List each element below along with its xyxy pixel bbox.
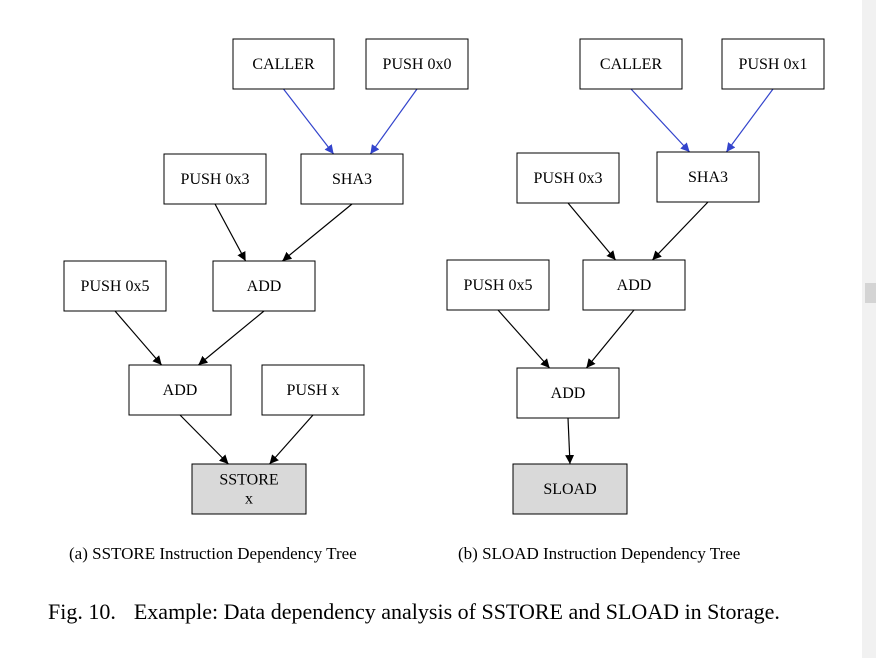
node-box [516, 152, 620, 204]
edge-b_caller-to-b_sha3 [630, 88, 691, 153]
node-b_sha3: SHA3 [656, 151, 760, 203]
node-a_push5: PUSH 0x5 [63, 260, 167, 312]
node-label: PUSH 0x3 [534, 170, 603, 187]
node-a_push3: PUSH 0x3 [163, 153, 267, 205]
node-b_push3: PUSH 0x3 [516, 152, 620, 204]
node-label: SLOAD [543, 481, 596, 498]
node-box [191, 463, 307, 515]
node-label: SHA3 [332, 171, 372, 188]
node-b_caller: CALLER [579, 38, 683, 90]
node-box [656, 151, 760, 203]
edge-a_push0-to-a_sha3 [369, 88, 418, 155]
caption-sstore-tree: (a) SSTORE Instruction Dependency Tree [69, 544, 357, 563]
node-box [582, 259, 686, 311]
node-box [261, 364, 365, 416]
node-b_sload: SLOAD [512, 463, 628, 515]
node-a_caller: CALLER [232, 38, 335, 90]
scrollbar-thumb[interactable] [865, 283, 876, 303]
edge-b_add1-to-b_add2 [585, 309, 635, 369]
node-box [579, 38, 683, 90]
edge-a_add1-to-a_add2 [197, 310, 265, 366]
node-a_sha3: SHA3 [300, 153, 404, 205]
node-label: ADD [617, 277, 652, 294]
figure-caption: Fig. 10. Example: Data dependency analysi… [48, 598, 842, 626]
node-box [163, 153, 267, 205]
node-label: PUSH 0x3 [181, 171, 250, 188]
node-box [512, 463, 628, 515]
figure-caption-text: Example: Data dependency analysis of SST… [133, 599, 780, 624]
node-a_sstore: SSTORE x [191, 463, 307, 515]
edge-a_push5-to-a_add2 [114, 310, 163, 366]
node-box [446, 259, 550, 311]
node-label: PUSH 0x0 [383, 56, 452, 73]
edge-a_push3-to-a_add1 [214, 203, 247, 262]
scrollbar-track[interactable] [862, 0, 876, 658]
node-box [721, 38, 825, 90]
node-label: ADD [163, 382, 198, 399]
node-label: SHA3 [688, 169, 728, 186]
node-a_push0: PUSH 0x0 [365, 38, 469, 90]
caption-sload-tree: (b) SLOAD Instruction Dependency Tree [458, 544, 741, 563]
edge-a_pushx-to-a_sstore [269, 414, 314, 465]
node-label: ADD [247, 278, 282, 295]
edge-b_push5-to-b_add2 [497, 309, 551, 369]
edge-b_add2-to-b_sload [565, 417, 575, 465]
node-label: CALLER [252, 56, 315, 73]
node-label: SSTORE [219, 472, 278, 489]
edge-a_sha3-to-a_add1 [281, 203, 353, 262]
node-box [128, 364, 232, 416]
node-label: ADD [551, 385, 586, 402]
node-box [212, 260, 316, 312]
node-b_push5: PUSH 0x5 [446, 259, 550, 311]
edge-b_sha3-to-b_add1 [651, 201, 709, 261]
node-a_add1: ADD [212, 260, 316, 312]
node-box [300, 153, 404, 205]
node-label: PUSH 0x5 [464, 277, 533, 294]
node-box [232, 38, 335, 90]
node-box [63, 260, 167, 312]
node-box [516, 367, 620, 419]
edge-b_push1-to-b_sha3 [725, 88, 774, 153]
figure-number: Fig. 10. [48, 599, 116, 624]
node-box [365, 38, 469, 90]
node-label: PUSH x [287, 382, 340, 399]
node-label: CALLER [600, 56, 663, 73]
node-b_push1: PUSH 0x1 [721, 38, 825, 90]
node-a_pushx: PUSH x [261, 364, 365, 416]
edge-b_push3-to-b_add1 [567, 202, 617, 261]
edge-a_add2-to-a_sstore [179, 414, 229, 465]
node-label: x [245, 491, 253, 508]
edge-a_caller-to-a_sha3 [283, 88, 335, 155]
node-label: PUSH 0x5 [81, 278, 150, 295]
node-b_add2: ADD [516, 367, 620, 419]
node-b_add1: ADD [582, 259, 686, 311]
node-a_add2: ADD [128, 364, 232, 416]
node-label: PUSH 0x1 [739, 56, 808, 73]
